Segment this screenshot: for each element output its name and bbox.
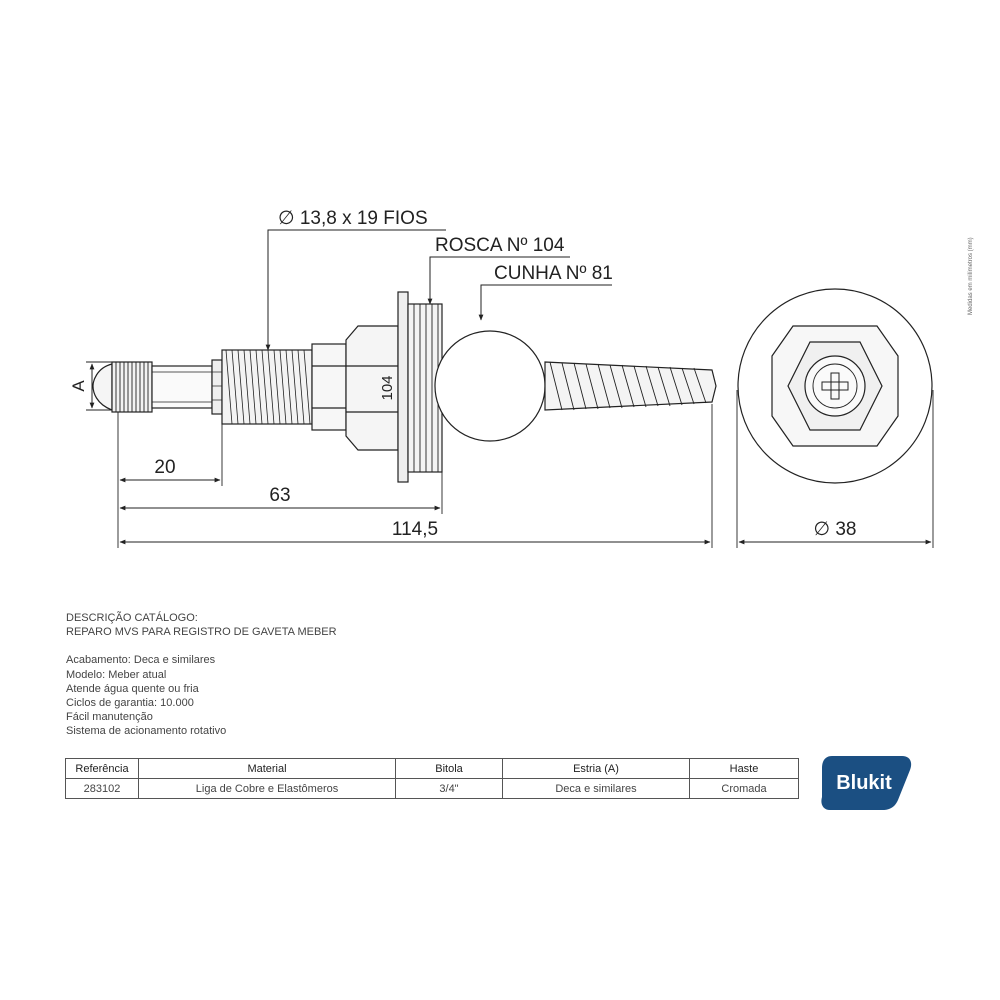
rosca-label: ROSCA Nº 104 [435, 235, 565, 256]
dim-63-label: 63 [269, 485, 290, 506]
cell-material: Liga de Cobre e Elastômeros [138, 778, 396, 799]
description-subtitle: REPARO MVS PARA REGISTRO DE GAVETA MEBER [66, 626, 337, 639]
cunha-label: CUNHA Nº 81 [494, 263, 613, 284]
units-note-text: Medidas em milímetros (mm) [968, 237, 974, 315]
stem [151, 365, 213, 409]
cunha-sphere [434, 330, 546, 442]
logo-text: Blukit [836, 772, 892, 794]
thread-spec-label: ∅ 13,8 x 19 FIOS [278, 208, 428, 229]
thread-spec-leader [265, 229, 446, 351]
rosca-leader [427, 256, 570, 305]
description-title: DESCRIÇÃO CATÁLOGO: [66, 612, 198, 624]
cunha-leader [478, 284, 612, 321]
header-material: Material [138, 758, 396, 779]
dim-114-label: 114,5 [392, 519, 438, 540]
cell-referencia: 283102 [65, 778, 139, 799]
small-hex [311, 343, 347, 431]
end-view-slot-mark [821, 372, 849, 400]
feature-line: Atende água quente ou fria [66, 682, 199, 695]
header-referencia: Referência [65, 758, 139, 779]
cell-haste: Cromada [689, 778, 799, 799]
table-header-row: Referência Material Bitola Estria (A) Ha… [65, 758, 799, 779]
end-view [737, 288, 933, 484]
feature-line: Ciclos de garantia: 10.000 [66, 697, 194, 710]
header-haste: Haste [689, 758, 799, 779]
catalog-description: DESCRIÇÃO CATÁLOGO: REPARO MVS PARA REGI… [66, 611, 337, 739]
dim-a-label: A [69, 380, 88, 392]
dim-a-line [86, 361, 112, 411]
extension-lines [117, 390, 934, 548]
header-bitola: Bitola [395, 758, 503, 779]
cell-estria: Deca e similares [502, 778, 690, 799]
blukit-logo: Blukit [821, 756, 912, 810]
units-note: Medidas em milímetros (mm) [962, 205, 976, 315]
nut-number-label: 104 [379, 375, 396, 400]
table-row: 283102 Liga de Cobre e Elastômeros 3/4" … [65, 778, 799, 799]
logo-shape [821, 756, 912, 810]
dim-20-label: 20 [154, 457, 175, 478]
feature-line: Sistema de acionamento rotativo [66, 725, 227, 738]
stem-collar [211, 359, 223, 415]
dim-38-label: ∅ 38 [814, 519, 857, 540]
cell-bitola: 3/4" [395, 778, 503, 799]
feature-line: Acabamento: Deca e similares [66, 654, 216, 667]
washer [397, 291, 409, 483]
end-view-spline-circle [804, 355, 866, 417]
feature-line: Modelo: Meber atual [66, 668, 167, 681]
spec-table: Referência Material Bitola Estria (A) Ha… [65, 758, 799, 799]
side-view [92, 291, 717, 483]
screw-thread [544, 361, 717, 411]
header-estria: Estria (A) [502, 758, 690, 779]
valve-head-cap [92, 363, 113, 411]
feature-line: Fácil manutenção [66, 711, 153, 724]
